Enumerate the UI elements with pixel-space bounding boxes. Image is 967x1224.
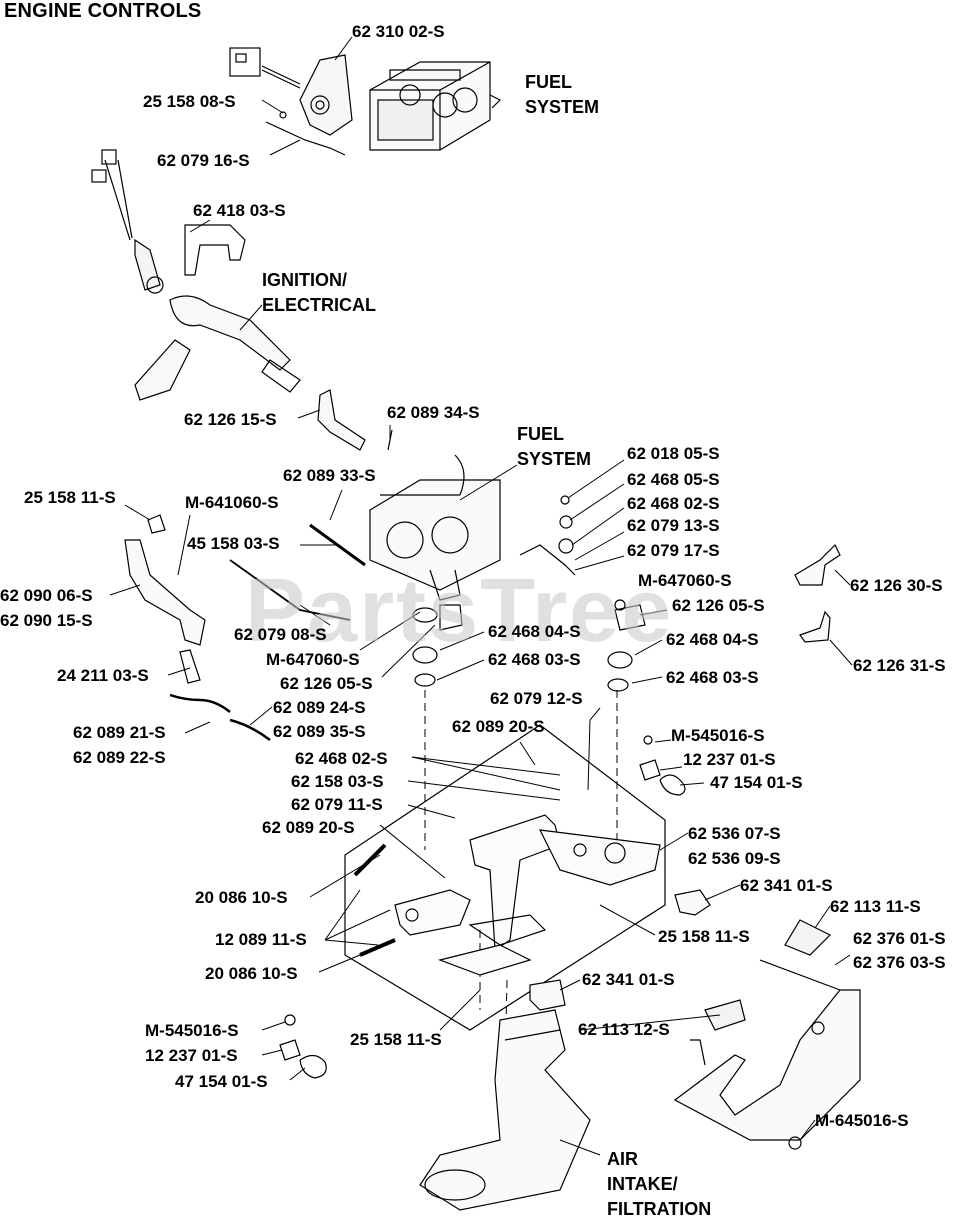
ignition-assembly [91,149,301,401]
part-label[interactable]: 62 089 20-S [452,717,545,736]
part-label[interactable]: 47 154 01-S [710,773,803,792]
part-label[interactable]: 62 079 17-S [627,541,720,560]
part-label[interactable]: 62 126 30-S [850,576,943,595]
part-label[interactable]: M-545016-S [671,726,765,745]
part-label[interactable]: 20 086 10-S [195,888,288,907]
part-label[interactable]: 62 536 07-S [688,824,781,843]
watermark: PartsTree [245,561,674,661]
part-label[interactable]: 62 079 13-S [627,516,720,535]
part-label[interactable]: M-647060-S [638,571,732,590]
part-label[interactable]: 62 090 06-S [0,586,93,605]
part-label[interactable]: 62 468 02-S [295,749,388,768]
carburetor-mid [369,454,501,601]
part-label[interactable]: 62 113 11-S [830,897,921,916]
part-label[interactable]: 62 468 05-S [627,470,720,489]
part-label[interactable]: M-545016-S [145,1021,239,1040]
part-label[interactable]: M-641060-S [185,493,279,512]
part-label[interactable]: 62 468 03-S [666,668,759,687]
part-label[interactable]: 62 089 34-S [387,403,480,422]
section-air-intake[interactable]: AIR INTAKE/ FILTRATION [607,1149,712,1219]
part-label[interactable]: 47 154 01-S [175,1072,268,1091]
part-label[interactable]: 62 468 02-S [627,494,720,513]
part-label[interactable]: 62 376 03-S [853,953,946,972]
part-label[interactable]: 62 468 04-S [488,622,581,641]
part-label[interactable]: 62 090 15-S [0,611,93,630]
part-label[interactable]: 62 079 11-S [291,795,383,814]
part-label[interactable]: 62 089 35-S [273,722,366,741]
part-label[interactable]: 12 089 11-S [215,930,307,949]
control-plate [394,814,661,976]
section-fuel-system-mid[interactable]: FUEL SYSTEM [517,424,592,469]
part-label[interactable]: 62 418 03-S [193,201,286,220]
part-label[interactable]: 62 468 04-S [666,630,759,649]
part-label[interactable]: 62 018 05-S [627,444,720,463]
leader-lines [109,36,853,1156]
part-label[interactable]: 25 158 11-S [350,1030,442,1049]
part-label[interactable]: 25 158 11-S [24,488,116,507]
part-label[interactable]: 62 089 20-S [262,818,355,837]
part-label[interactable]: 62 468 03-S [488,650,581,669]
part-label[interactable]: 62 079 16-S [157,151,250,170]
part-label[interactable]: 62 079 12-S [490,689,583,708]
part-label[interactable]: M-645016-S [815,1111,909,1130]
part-label[interactable]: 62 126 05-S [672,596,765,615]
part-label[interactable]: 62 089 33-S [283,466,376,485]
throttle-bracket-top [229,47,353,156]
part-label[interactable]: 62 341 01-S [582,970,675,989]
part-label[interactable]: 25 158 11-S [658,927,750,946]
part-label[interactable]: 62 126 05-S [280,674,373,693]
part-label[interactable]: 62 536 09-S [688,849,781,868]
part-label[interactable]: 12 237 01-S [145,1046,238,1065]
part-label[interactable]: 62 089 22-S [73,748,166,767]
page-title: ENGINE CONTROLS [4,0,202,22]
carburetor-top [369,61,502,151]
part-label[interactable]: 62 089 21-S [73,723,166,742]
air-intake [419,1009,591,1211]
part-label[interactable]: 24 211 03-S [57,666,149,685]
part-label[interactable]: 62 089 24-S [273,698,366,717]
part-label[interactable]: 62 376 01-S [853,929,946,948]
part-label[interactable]: 45 158 03-S [187,534,280,553]
part-label[interactable]: 62 126 15-S [184,410,277,429]
part-label[interactable]: 62 158 03-S [291,772,384,791]
part-label[interactable]: 20 086 10-S [205,964,298,983]
part-label[interactable]: 25 158 08-S [143,92,236,111]
part-label[interactable]: 62 113 12-S [578,1020,670,1039]
section-fuel-system-top[interactable]: FUEL SYSTEM [525,72,600,117]
part-label[interactable]: 12 237 01-S [683,750,776,769]
part-label[interactable]: 62 310 02-S [352,22,445,41]
section-ignition-electrical[interactable]: IGNITION/ ELECTRICAL [262,270,376,315]
part-label[interactable]: 62 341 01-S [740,876,833,895]
part-label[interactable]: 62 079 08-S [234,625,327,644]
part-label[interactable]: 62 126 31-S [853,656,946,675]
part-label[interactable]: M-647060-S [266,650,360,669]
